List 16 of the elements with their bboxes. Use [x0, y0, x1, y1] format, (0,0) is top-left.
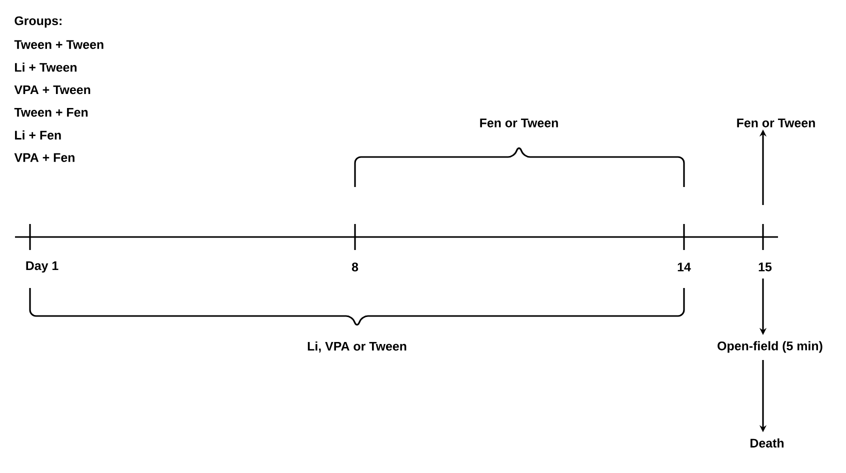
- group-list-item: VPA + Tween: [14, 85, 90, 94]
- step-label: Open-field (5 min): [718, 341, 822, 353]
- group-list-item: Tween + Fen: [14, 108, 88, 117]
- step-label: Fen or Tween: [737, 118, 815, 128]
- group-list-item: Tween + Tween: [14, 40, 104, 49]
- day-label: 8: [352, 262, 358, 272]
- list-heading: Groups:: [14, 16, 62, 28]
- day-label: Day 1: [26, 261, 58, 273]
- step-label: Death: [750, 438, 784, 448]
- group-list-item: VPA + Fen: [14, 153, 74, 162]
- group-list-item: Li + Fen: [15, 130, 61, 140]
- group-list-item: Li + Tween: [15, 62, 77, 72]
- day-label: 15: [758, 262, 772, 272]
- day-label: 14: [678, 262, 691, 272]
- bracket-label: Fen or Tween: [480, 118, 558, 128]
- bracket-label: Li, VPA or Tween: [308, 342, 406, 352]
